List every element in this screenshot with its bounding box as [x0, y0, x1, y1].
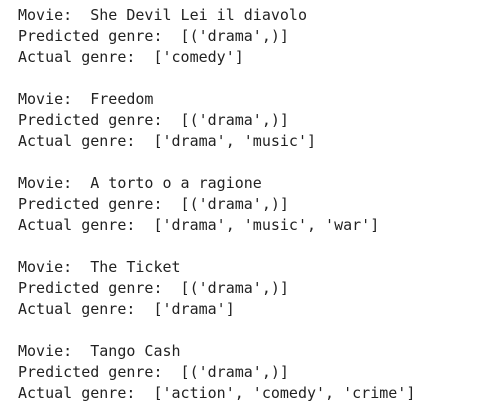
prediction-block: Movie: Tango Cash Predicted genre: [('dr…: [18, 341, 493, 404]
actual-genre-line: Actual genre: ['drama']: [18, 300, 235, 318]
actual-genre-line: Actual genre: ['action', 'comedy', 'crim…: [18, 384, 416, 402]
prediction-block: Movie: A torto o a ragione Predicted gen…: [18, 173, 493, 236]
actual-genre-line: Actual genre: ['comedy']: [18, 48, 244, 66]
predicted-genre-line: Predicted genre: [('drama',)]: [18, 195, 289, 213]
movie-line: Movie: The Ticket: [18, 258, 181, 276]
predicted-genre-line: Predicted genre: [('drama',)]: [18, 111, 289, 129]
movie-line: Movie: A torto o a ragione: [18, 174, 262, 192]
predicted-genre-line: Predicted genre: [('drama',)]: [18, 279, 289, 297]
actual-genre-line: Actual genre: ['drama', 'music', 'war']: [18, 216, 380, 234]
prediction-block: Movie: She Devil Lei il diavolo Predicte…: [18, 5, 493, 68]
prediction-block: Movie: The Ticket Predicted genre: [('dr…: [18, 257, 493, 320]
predicted-genre-line: Predicted genre: [('drama',)]: [18, 27, 289, 45]
predicted-genre-line: Predicted genre: [('drama',)]: [18, 363, 289, 381]
prediction-block: Movie: Freedom Predicted genre: [('drama…: [18, 89, 493, 152]
movie-line: Movie: She Devil Lei il diavolo: [18, 6, 307, 24]
movie-line: Movie: Tango Cash: [18, 342, 181, 360]
actual-genre-line: Actual genre: ['drama', 'music']: [18, 132, 317, 150]
movie-line: Movie: Freedom: [18, 90, 154, 108]
